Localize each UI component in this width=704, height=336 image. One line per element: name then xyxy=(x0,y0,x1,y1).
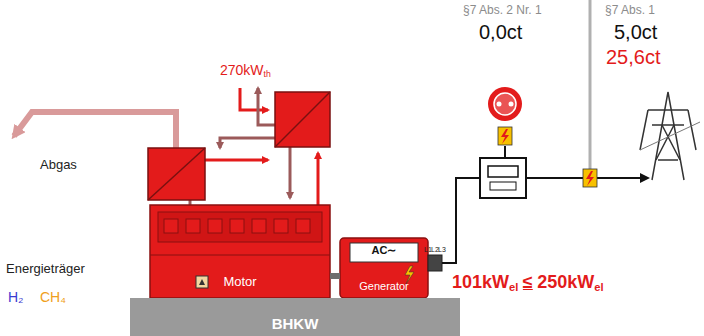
fuel-type: CH₄ xyxy=(40,289,66,305)
heat-exchanger xyxy=(148,92,330,200)
electric-power: 101kW xyxy=(452,272,509,292)
phase-label: L2 xyxy=(431,246,439,254)
grid-feed-symbol xyxy=(583,169,597,187)
drive-shaft xyxy=(330,273,340,279)
base-band: BHKW xyxy=(130,298,460,336)
section-reference: §7 Abs. 2 Nr. 1 xyxy=(463,4,542,18)
thermal-power: th xyxy=(264,69,271,79)
power-pylon xyxy=(640,92,700,180)
section-reference: §7 Abs. 1 xyxy=(605,4,655,18)
fuel-label: Energieträger xyxy=(6,262,85,277)
price-value: 5,0ct xyxy=(614,21,657,44)
exhaust-arrow xyxy=(14,112,176,148)
socket-symbol xyxy=(488,87,522,145)
node-text: AC∼ xyxy=(340,244,428,256)
base-plate xyxy=(130,298,460,336)
electric-power: el xyxy=(509,281,518,293)
engine-body xyxy=(150,205,330,298)
phase-label: L3 xyxy=(438,246,446,254)
electric-power: el xyxy=(594,281,603,293)
electric-power: ≤ xyxy=(523,272,533,292)
phase-label: L1 xyxy=(424,246,432,254)
electricity-meter xyxy=(480,158,526,198)
electric-power-line: 101kWel≤250kWel xyxy=(452,272,604,294)
node-text: Generator xyxy=(340,280,428,292)
node-text: BHKW xyxy=(130,316,460,333)
divider-line xyxy=(589,0,592,170)
node-text: Motor xyxy=(150,275,330,289)
exhaust-label: Abgas xyxy=(40,158,77,173)
power-wire xyxy=(442,146,648,263)
motor-box: Motor xyxy=(150,205,330,298)
price-value: 25,6ct xyxy=(606,46,660,69)
electric-power: 250kW xyxy=(537,272,594,292)
fuel-type: H₂ xyxy=(8,289,24,305)
generator-box: AC∼ Generator xyxy=(340,238,428,298)
generator-body xyxy=(340,238,442,298)
thermal-power: 270kW xyxy=(220,62,264,78)
price-value: 0,0ct xyxy=(479,21,522,44)
thermal-power-line: 270kWth xyxy=(220,62,271,80)
